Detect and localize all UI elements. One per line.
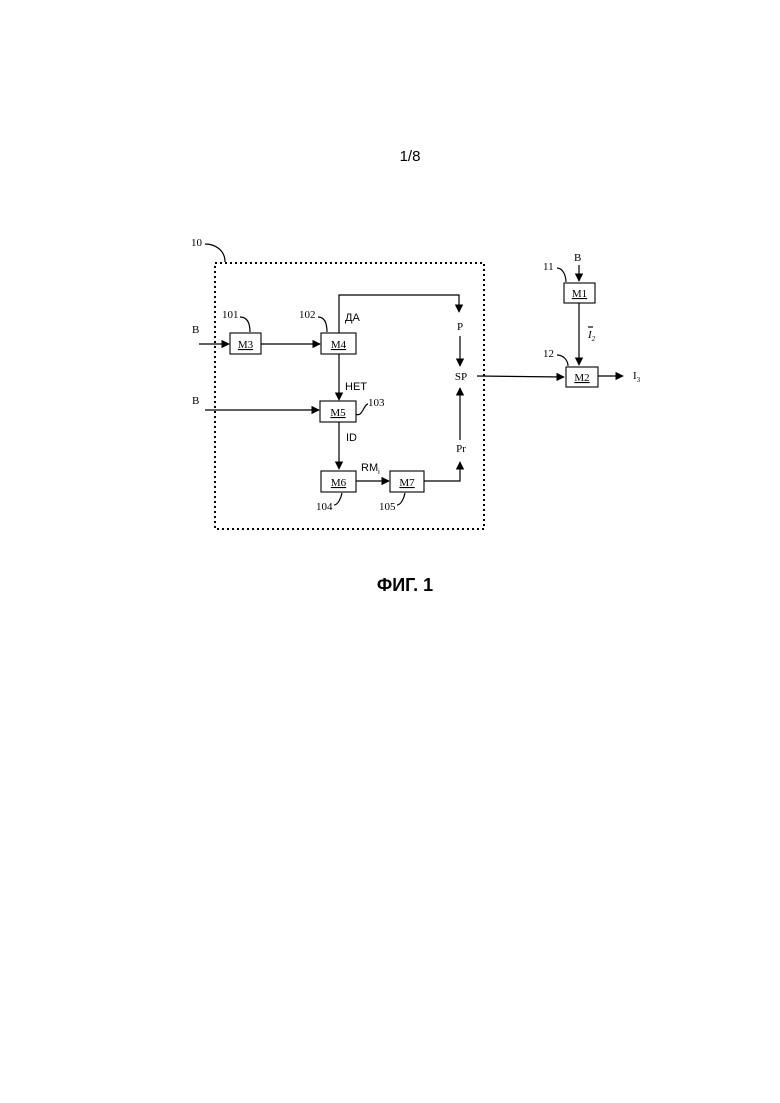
- module-m2-ref: 12: [543, 348, 554, 360]
- signal-b-m3: B: [192, 324, 199, 336]
- signal-b-m1: B: [574, 252, 581, 264]
- module-m5-leader: [356, 404, 368, 415]
- arrow-sp-to-m2: [477, 376, 564, 377]
- module-m3-ref: 101: [222, 309, 239, 321]
- module-m2-leader: [557, 355, 568, 366]
- module-m4-leader: [318, 317, 327, 332]
- signal-p: P: [457, 321, 463, 333]
- module-m7-ref: 105: [379, 501, 396, 513]
- module-m5-label: M5: [330, 407, 346, 419]
- module-m1-leader: [557, 268, 566, 282]
- container-ref: 10: [191, 237, 203, 249]
- module-m4-ref: 102: [299, 309, 316, 321]
- signal-pr: Pr: [456, 443, 466, 455]
- module-m6-ref: 104: [316, 501, 333, 513]
- module-m5-ref: 103: [368, 397, 385, 409]
- module-m1-label: M1: [572, 288, 587, 300]
- signal-b-m5: B: [192, 395, 199, 407]
- module-m3-label: M3: [238, 339, 254, 351]
- signal-i2: I2: [587, 329, 596, 343]
- figure-caption: ФИГ. 1: [377, 575, 433, 595]
- signal-i3-sub: 3: [637, 376, 641, 384]
- page-number: 1/8: [400, 148, 421, 165]
- signal-rm-sub: i: [378, 469, 380, 476]
- module-m4-label: M4: [331, 339, 347, 351]
- module-m6-label: M6: [331, 477, 347, 489]
- signal-no: НЕТ: [345, 381, 367, 393]
- arrow-m7-to-pr: [424, 462, 460, 481]
- signal-rm-main: RM: [361, 462, 378, 474]
- signal-i2-sub: 2: [592, 335, 596, 343]
- module-m7-label: M7: [399, 477, 415, 489]
- module-m6-leader: [334, 493, 342, 505]
- signal-i3: I3: [633, 370, 641, 384]
- module-m7-leader: [397, 493, 405, 505]
- module-m3-leader: [240, 317, 250, 332]
- signal-sp: SP: [455, 371, 467, 383]
- signal-yes: ДА: [345, 312, 360, 324]
- signal-rm: RMi: [361, 462, 380, 476]
- signal-id: ID: [346, 432, 357, 444]
- module-m2-label: M2: [574, 372, 589, 384]
- module-m1-ref: 11: [543, 261, 554, 273]
- container-ref-leader: [205, 244, 225, 262]
